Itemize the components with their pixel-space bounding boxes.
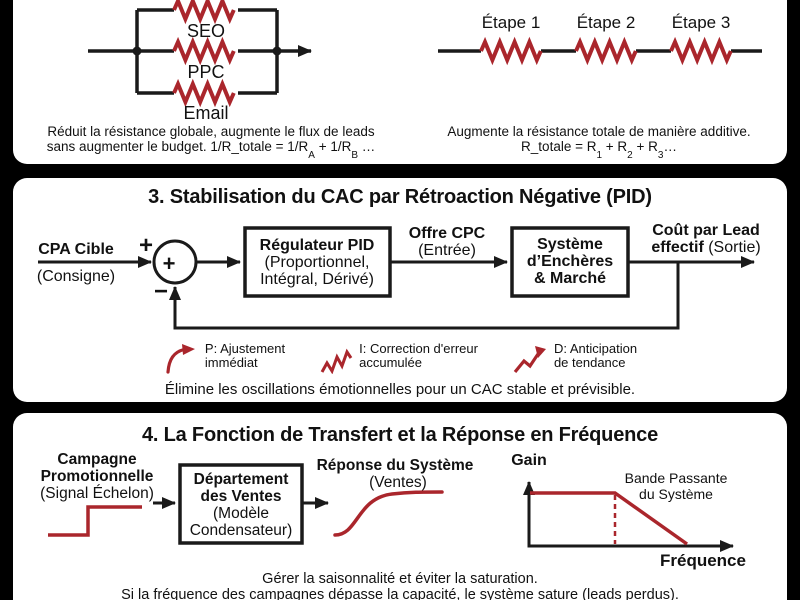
- cpc-label: Offre CPC: [409, 225, 486, 242]
- pid-box-line1: Régulateur PID: [260, 237, 375, 254]
- feedback-path: [169, 262, 680, 330]
- panel-transfer: 4. La Fonction de Transfert et la Répons…: [13, 413, 787, 600]
- bandwidth-response-line: [530, 491, 689, 546]
- pid-box-line2: (Proportionnel,: [265, 254, 370, 271]
- transfer-caption: Gérer la saisonnalité et éviter la satur…: [13, 571, 787, 600]
- response-sublabel: (Ventes): [369, 474, 427, 491]
- panel-pid: 3. Stabilisation du CAC par Rétroaction …: [13, 178, 787, 402]
- pid-block-diagram: CPA Cible (Consigne) + + − Régulateur PI…: [37, 222, 761, 330]
- output-label-line2: effectif (Sortie): [651, 239, 760, 256]
- series-caption: Augmente la résistance totale de manière…: [413, 124, 785, 161]
- node-dot: [132, 46, 142, 56]
- parallel-circuit-diagram: SEO PPC Email: [88, 0, 312, 123]
- minus-sign: −: [154, 278, 168, 305]
- cpc-sublabel: (Entrée): [418, 242, 476, 259]
- parallel-caption-line1: Réduit la résistance globale, augmente l…: [47, 124, 375, 139]
- campaign-label-line3: (Signal Échelon): [40, 485, 154, 502]
- channel-label-ppc: PPC: [187, 62, 224, 82]
- plus-sign-outer: +: [139, 232, 153, 259]
- series-circuit-diagram: Étape 1 Étape 2 Étape 3: [438, 13, 762, 66]
- sales-box-line2: des Ventes: [201, 488, 282, 505]
- s-curve: [333, 490, 444, 537]
- pid-box: [243, 226, 392, 298]
- resistor-icon-seo: [172, 0, 236, 25]
- step-label-1: Étape 1: [482, 13, 541, 32]
- node-dot: [272, 46, 282, 56]
- resistor-icon-etape2: [574, 36, 638, 66]
- frequency-axis-label: Fréquence: [660, 551, 746, 570]
- transfer-section-title: 4. La Fonction de Transfert et la Répons…: [142, 424, 658, 446]
- step-signal: [48, 505, 142, 537]
- market-box-line2: d’Enchères: [527, 253, 613, 270]
- gain-axis-label: Gain: [511, 452, 547, 469]
- bandwidth-label-line2: du Système: [639, 486, 713, 502]
- panel-circuits: SEO PPC Email Réduit la résistance globa…: [13, 0, 787, 164]
- transfer-caption-line2: Si la fréquence des campagnes dépasse la…: [121, 587, 679, 600]
- response-label: Réponse du Système: [317, 457, 474, 474]
- series-formula: R_totale = R1 + R2 + R3…: [521, 139, 677, 161]
- parallel-formula: sans augmenter le budget. 1/R_totale = 1…: [46, 139, 376, 161]
- channel-label-email: Email: [183, 103, 228, 123]
- channel-label-seo: SEO: [187, 21, 225, 41]
- pid-box-line3: Intégral, Dérivé): [260, 271, 374, 288]
- transfer-diagram: Campagne Promotionnelle (Signal Échelon)…: [40, 451, 746, 570]
- resistor-icon-etape1: [479, 36, 543, 66]
- output-label-line1: Coût par Lead: [652, 222, 760, 239]
- resistor-icon-email: [172, 78, 236, 108]
- input-label: CPA Cible: [38, 241, 114, 258]
- campaign-label-line2: Promotionnelle: [41, 468, 154, 485]
- step-label-3: Étape 3: [672, 13, 731, 32]
- series-caption-line1: Augmente la résistance totale de manière…: [447, 124, 751, 139]
- parallel-caption: Réduit la résistance globale, augmente l…: [15, 124, 407, 161]
- step-label-2: Étape 2: [577, 13, 636, 32]
- resistor-icon-etape3: [669, 36, 733, 66]
- pid-caption: Élimine les oscillations émotionnelles p…: [164, 381, 636, 398]
- input-sublabel: (Consigne): [37, 268, 115, 285]
- bandwidth-label-line1: Bande Passante: [625, 470, 728, 486]
- sales-box-line4: Condensateur): [190, 522, 293, 539]
- market-box-line3: & Marché: [534, 270, 606, 287]
- campaign-label-line1: Campagne: [57, 451, 137, 468]
- pid-section-title: 3. Stabilisation du CAC par Rétroaction …: [148, 186, 652, 208]
- sales-box-line3: (Modèle: [213, 505, 269, 522]
- p-curve-arrow-icon: [166, 344, 195, 374]
- plus-sign-inner: +: [163, 251, 176, 276]
- transfer-caption-line1: Gérer la saisonnalité et éviter la satur…: [262, 571, 538, 587]
- i-zigzag-icon: [320, 348, 353, 374]
- resistor-icon-ppc: [172, 36, 236, 66]
- market-box-line1: Système: [537, 236, 603, 253]
- d-trend-arrow-icon: [513, 346, 546, 374]
- sales-box-line1: Département: [194, 471, 289, 488]
